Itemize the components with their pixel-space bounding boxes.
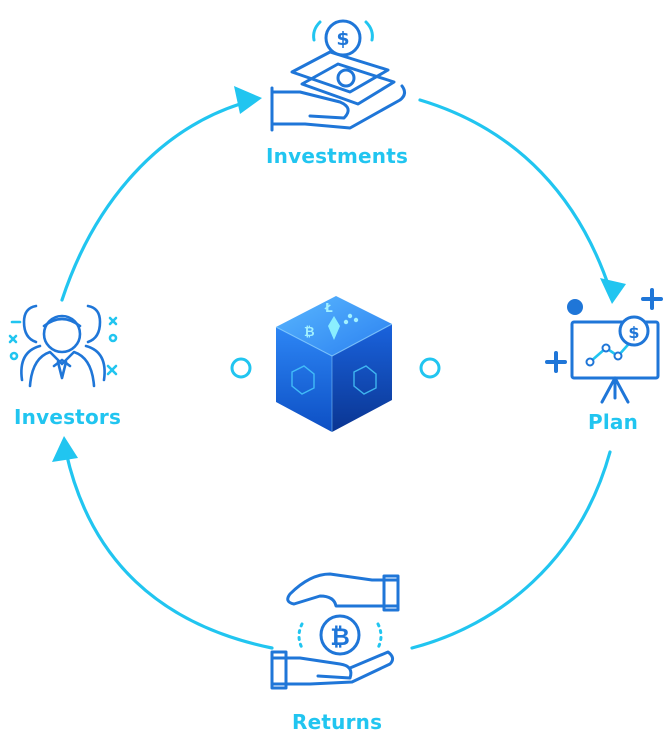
hand-holding-money-icon: $: [270, 19, 407, 132]
arc-investments-to-plan: [418, 98, 612, 292]
arrowhead-investors: [52, 436, 78, 462]
arrowhead-plan: [600, 278, 626, 304]
cycle-arrows: [60, 98, 612, 650]
svg-text:₿: ₿: [330, 623, 350, 651]
investments-label: Investments: [266, 144, 409, 168]
arc-returns-to-investors: [64, 450, 274, 650]
returns-label: Returns: [292, 710, 383, 734]
hands-exchanging-bitcoin-icon: ₿: [270, 572, 400, 690]
connector-right: [419, 357, 535, 379]
svg-text:$: $: [628, 323, 639, 342]
crypto-blockchain-cube-icon: ₿ Ł: [275, 296, 393, 432]
connector-left: [138, 357, 252, 379]
svg-text:Ł: Ł: [324, 301, 333, 315]
presentation-chart-icon: $: [545, 288, 663, 404]
arrowhead-investments: [234, 86, 262, 114]
arrowheads: [52, 86, 626, 462]
svg-text:₿: ₿: [304, 325, 315, 340]
plan-label: Plan: [588, 410, 639, 434]
investor-group-icon: [8, 304, 118, 388]
arc-investors-to-investments: [60, 102, 242, 302]
arc-plan-to-returns: [410, 450, 612, 650]
svg-text:$: $: [336, 28, 349, 50]
investors-label: Investors: [14, 405, 122, 429]
